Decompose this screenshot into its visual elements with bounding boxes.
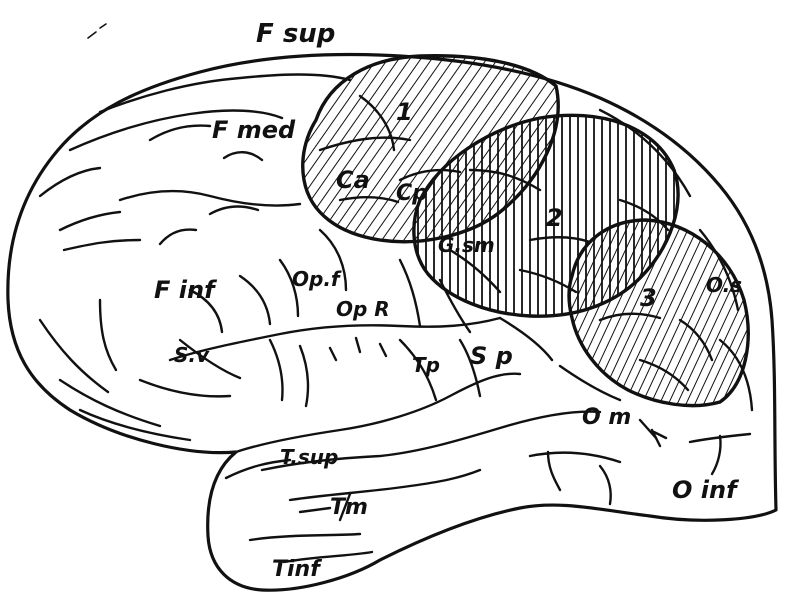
label-sp: S p [470, 342, 513, 370]
label-om: O m [582, 405, 631, 430]
label-f-inf: F inf [154, 276, 217, 304]
label-oinf: O inf [672, 476, 739, 504]
label-tsup: T.sup [280, 445, 338, 469]
label-f-sup: F sup [256, 19, 335, 49]
label-gsm: G.sm [438, 233, 495, 257]
zone-label-2: 2 [546, 204, 563, 232]
label-op-r: Op R [336, 297, 390, 321]
label-tinf: Tinf [272, 557, 322, 582]
label-tp: Tp [412, 353, 440, 377]
zone-label-3: 3 [640, 284, 657, 312]
label-os: O.s [706, 273, 742, 297]
label-sv: S.v [174, 343, 210, 367]
label-op-f: Op.f [292, 267, 342, 291]
label-cp: Cp [396, 181, 428, 206]
label-f-med: F med [212, 116, 296, 144]
label-tm: Tm [330, 495, 368, 520]
stray-marks [88, 24, 106, 38]
pointer-mark [652, 430, 666, 446]
zone-label-1: 1 [396, 98, 413, 126]
label-ca: Ca [336, 166, 370, 194]
zone-3 [569, 220, 748, 406]
